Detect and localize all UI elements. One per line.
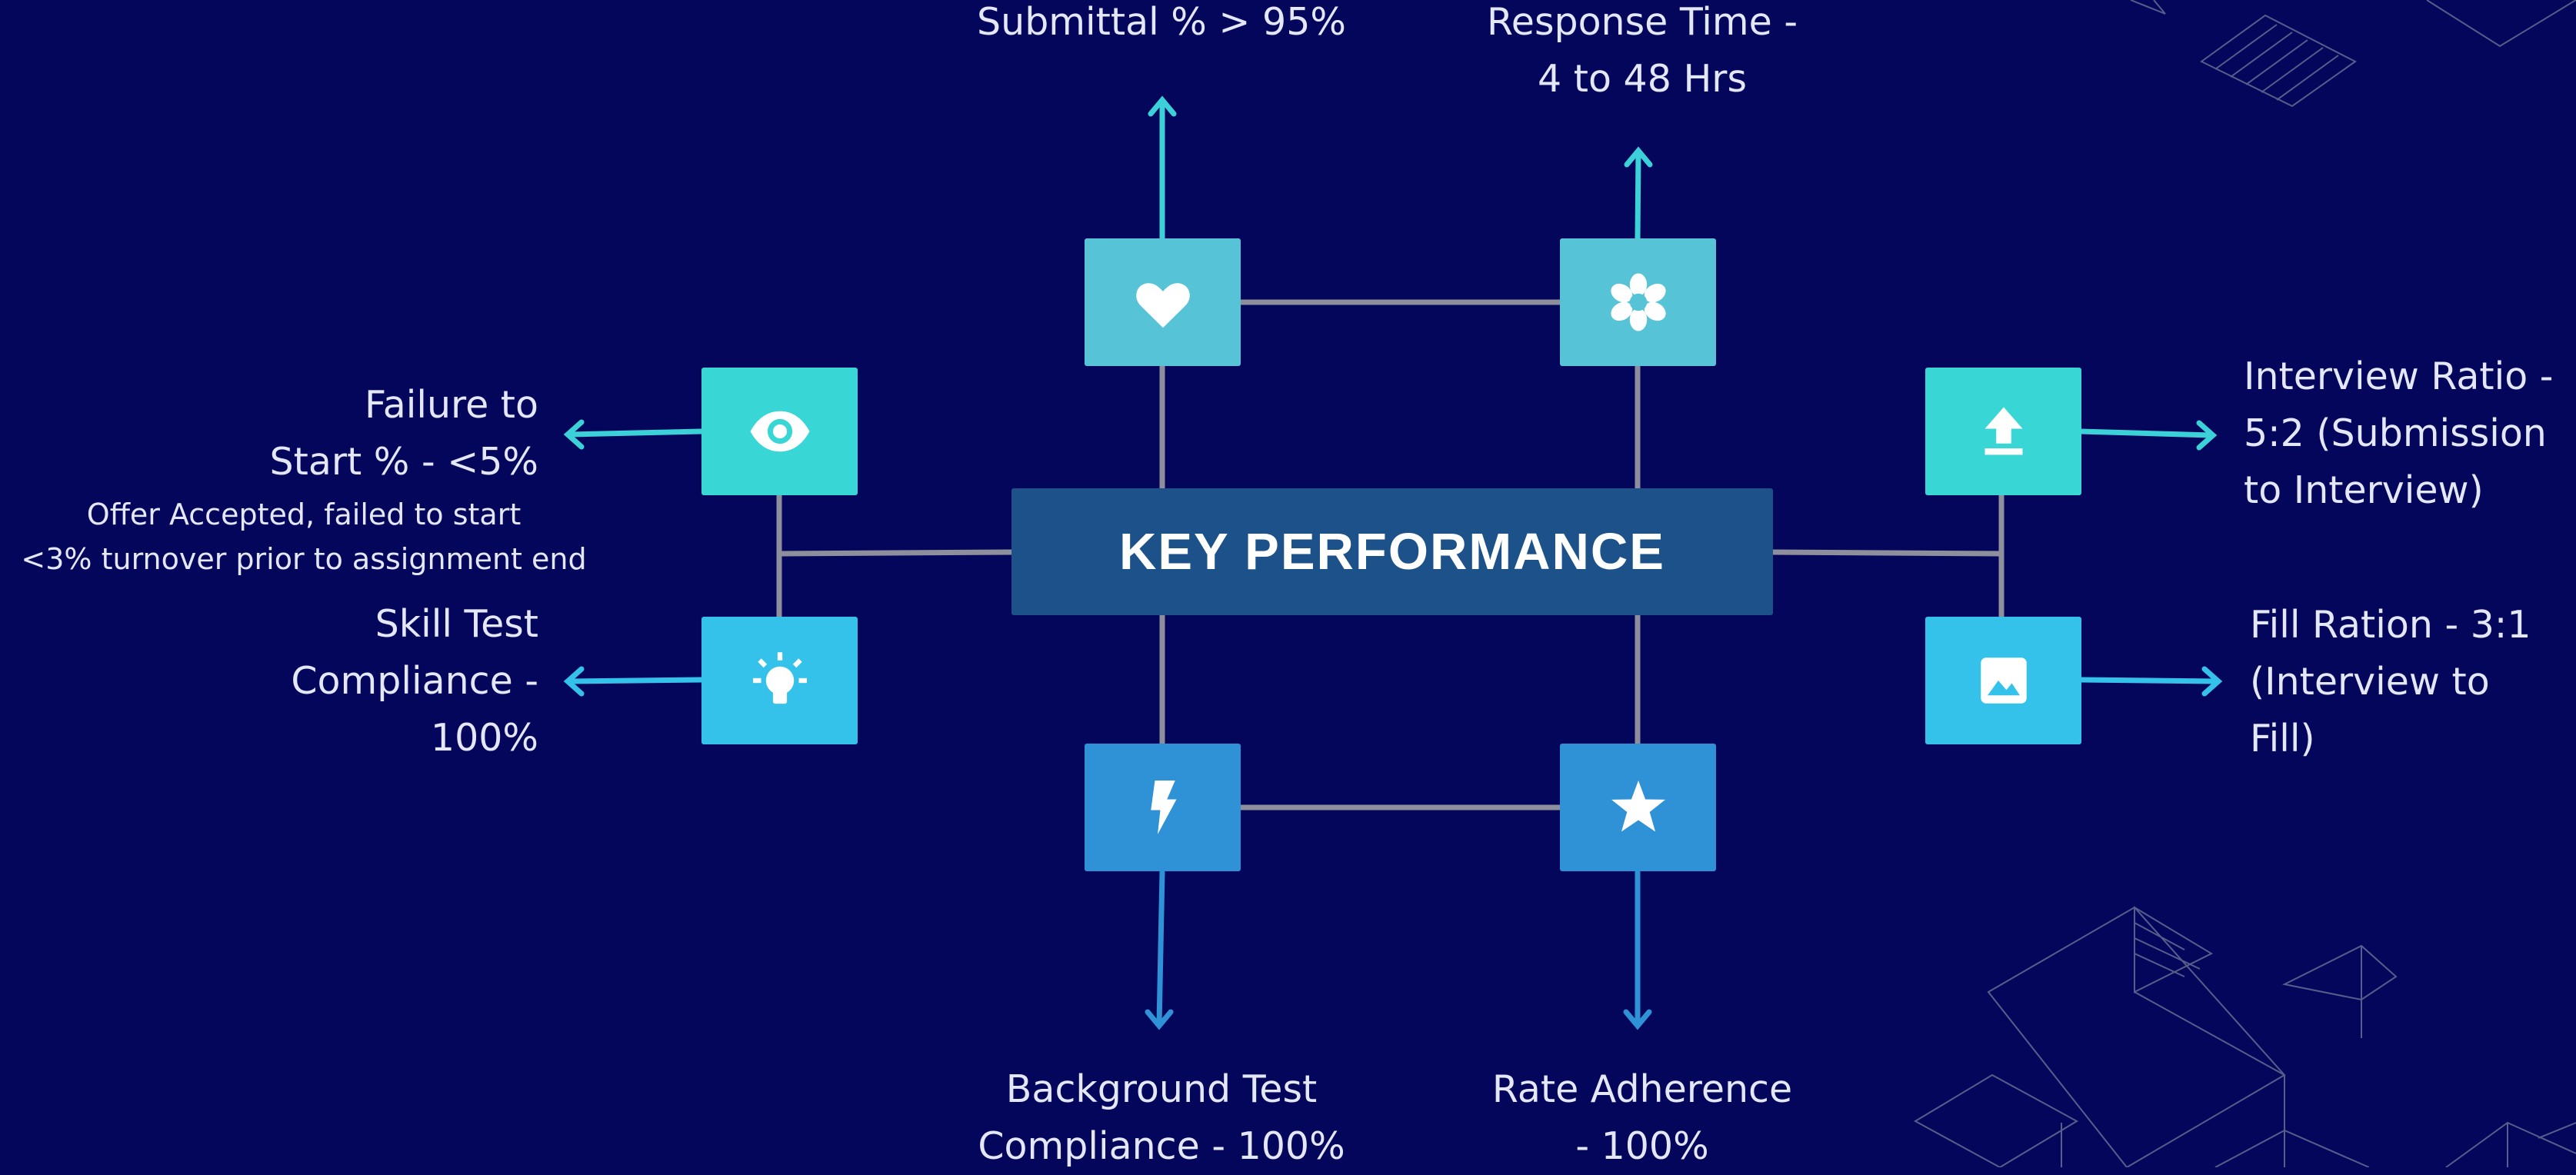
background-test-label: Background Test Compliance - 100%	[978, 1067, 1345, 1168]
arrow-fill-ratio	[2078, 666, 2223, 697]
arrow-failure-to-start	[563, 419, 705, 450]
failure-to-start-label: Failure to Start % - <5%	[269, 383, 538, 484]
failure-to-start-notes: Offer Accepted, failed to start <3% turn…	[21, 498, 587, 576]
image-icon	[1980, 657, 2027, 704]
response-time-box	[1560, 238, 1716, 366]
upload-icon	[1984, 407, 2022, 455]
response-time-label: Response Time - 4 to 48 Hrs	[1486, 0, 1798, 101]
failure-to-start-box	[701, 368, 858, 495]
title: KEY PERFORMANCE	[1118, 523, 1665, 581]
submittal-label: Submittal % > 95%	[977, 0, 1346, 44]
title-box: KEY PERFORMANCE	[1011, 488, 1773, 615]
rate-adherence-label: Rate Adherence - 100%	[1491, 1067, 1793, 1168]
interview-ratio-label: Interview Ratio - 5:2 (Submission to Int…	[2244, 354, 2554, 512]
interview-ratio-box	[1925, 368, 2081, 495]
eye-icon	[750, 411, 809, 452]
arrow-submittal	[1148, 95, 1177, 241]
arrow-interview-ratio	[2078, 420, 2218, 451]
arrow-skill-test	[563, 666, 705, 697]
lightbulb-icon	[752, 652, 807, 704]
arrow-response-time	[1624, 146, 1653, 241]
skill-test-label: Skill Test Compliance - 100%	[291, 602, 538, 760]
skill-test-box	[701, 617, 858, 744]
fill-ratio-box	[1925, 617, 2081, 744]
rate-adherence-box	[1560, 744, 1716, 871]
heart-icon	[1135, 283, 1190, 328]
lightning-icon	[1150, 781, 1176, 834]
arrow-background-test	[1145, 869, 1174, 1030]
flower-icon	[1610, 273, 1666, 331]
arrow-rate-adherence	[1623, 869, 1652, 1030]
background-test-box	[1085, 744, 1241, 871]
decorative-lineart	[1913, 0, 2576, 1167]
star-icon	[1611, 781, 1665, 832]
submittal-box	[1085, 238, 1241, 366]
fill-ratio-label: Fill Ration - 3:1 (Interview to Fill)	[2250, 603, 2531, 761]
